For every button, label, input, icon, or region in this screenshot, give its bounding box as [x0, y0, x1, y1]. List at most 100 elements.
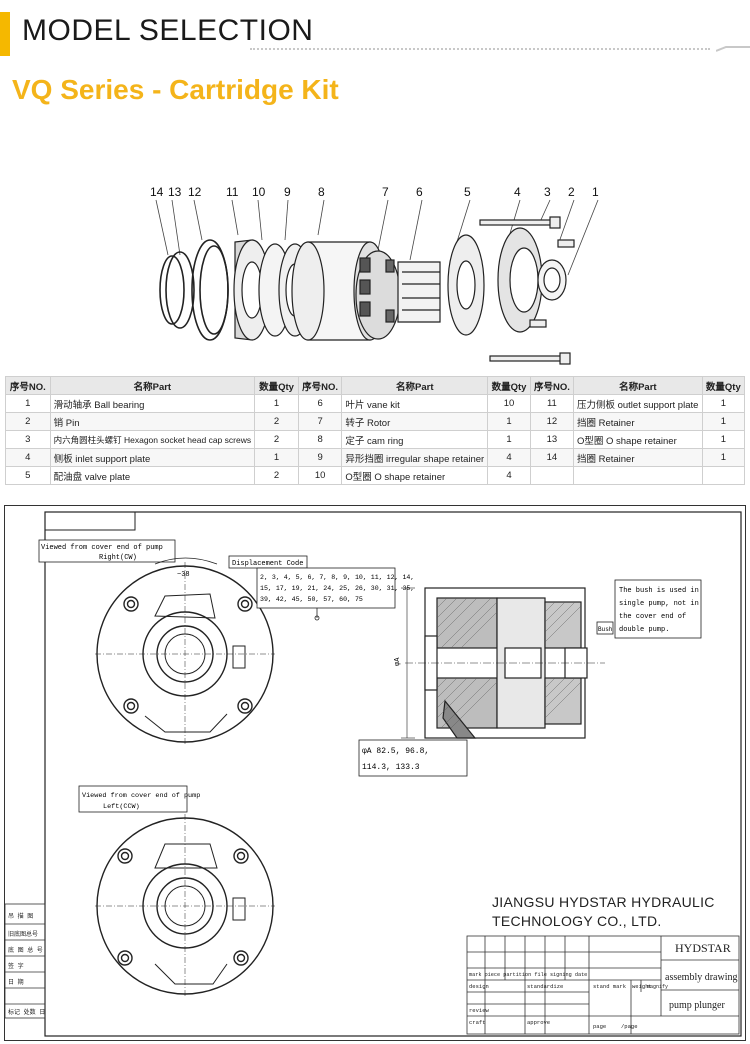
- front-view-ccw: [95, 814, 275, 998]
- part-qty: 2: [254, 466, 299, 485]
- col-header-qty: 数量Qty: [701, 376, 746, 395]
- col-header-no: 序号NO.: [529, 376, 574, 395]
- title-craft: craft: [469, 1019, 486, 1026]
- table-row: 3 内六角圆柱头螺钉 Hexagon socket head cap screw…: [5, 430, 746, 449]
- svg-text:吊 描 图: 吊 描 图: [8, 912, 33, 920]
- title-stand-mark: stand mark: [593, 983, 627, 990]
- title-approve: approve: [527, 1019, 550, 1026]
- assembly-drawing-sheet: 吊 描 图 旧底图总号 底 图 总 号 签 字 日 期 标记 处数 日 View…: [4, 505, 746, 1041]
- displacement-title: Displacement Code: [232, 560, 303, 568]
- assembly-drawing-svg: 吊 描 图 旧底图总号 底 图 总 号 签 字 日 期 标记 处数 日 View…: [4, 511, 742, 1037]
- part-name: 侧板 inlet support plate: [49, 448, 256, 467]
- header-corner-decoration: [716, 46, 750, 52]
- view-left-label-1: Viewed from cover end of pump: [82, 792, 200, 800]
- part-name: 叶片 vane kit: [341, 394, 489, 413]
- front-view-cw: [95, 557, 275, 746]
- part-qty: 1: [487, 430, 531, 449]
- title-design: design: [469, 983, 489, 990]
- view-left-label-2: Left(CCW): [103, 803, 140, 811]
- bush-note-2: single pump, not in: [619, 600, 699, 608]
- part-qty: 1: [701, 430, 746, 449]
- title-drawing-type: assembly drawing: [665, 972, 738, 983]
- col-header-no: 序号NO.: [5, 376, 51, 395]
- exploded-view-diagram: 14 13 12 11 10 9 8 7 6 5 4 3 2 1: [150, 185, 599, 365]
- section-hatching: [436, 597, 582, 729]
- part-qty: 2: [254, 412, 299, 431]
- table-row: 5 配油盘 valve plate 2 10 O型圈 O shape retai…: [5, 466, 746, 485]
- part-no: 13: [529, 430, 574, 449]
- displacement-line-1: 2, 3, 4, 5, 6, 7, 8, 9, 10, 11, 12, 14,: [260, 574, 414, 581]
- col-header-part: 名称Part: [572, 376, 703, 395]
- part-no: 4: [5, 448, 51, 467]
- part-qty: 1: [487, 412, 531, 431]
- callout-1: 1: [592, 185, 599, 199]
- callout-10: 10: [252, 185, 266, 199]
- part-name: 销 Pin: [49, 412, 256, 431]
- part-name: 配油盘 valve plate: [49, 466, 256, 485]
- col-header-part: 名称Part: [49, 376, 256, 395]
- part-name: 转子 Rotor: [341, 412, 489, 431]
- company-line-2: TECHNOLOGY CO., LTD.: [492, 913, 662, 929]
- title-page-total: /page: [621, 1023, 638, 1030]
- table-header-row: 序号NO. 名称Part 数量Qty 序号NO. 名称Part 数量Qty 序号…: [5, 376, 746, 395]
- col-header-qty: 数量Qty: [254, 376, 299, 395]
- displacement-line-3: 39, 42, 45, 50, 57, 60, 75: [260, 596, 363, 603]
- series-subtitle: VQ Series - Cartridge Kit: [12, 74, 339, 105]
- view-right-label-2: Right(CW): [99, 554, 137, 562]
- svg-text:标记 处数 日: 标记 处数 日: [8, 1008, 45, 1016]
- callout-3: 3: [544, 185, 551, 199]
- table-row: 1 滑动轴承 Ball bearing 1 6 叶片 vane kit 10 1…: [5, 394, 746, 413]
- part-qty: 1: [254, 448, 299, 467]
- callout-5: 5: [464, 185, 471, 199]
- part-name: 定子 cam ring: [341, 430, 489, 449]
- part-qty: 4: [487, 448, 531, 467]
- section-header: MODEL SELECTION: [0, 12, 750, 56]
- part-name: 压力侧板 outlet support plate: [572, 394, 703, 413]
- title-drawing-name: pump plunger: [669, 1000, 725, 1011]
- part-no: 10: [297, 466, 343, 485]
- part-name: 滑动轴承 Ball bearing: [49, 394, 256, 413]
- table-row: 4 侧板 inlet support plate 1 9 异形挡圈 irregu…: [5, 448, 746, 467]
- part-no: 1: [5, 394, 51, 413]
- part-no: 2: [5, 412, 51, 431]
- part-qty: 2: [254, 430, 299, 449]
- title-magnify: magnify: [647, 984, 668, 990]
- title-standardize: standardize: [527, 983, 563, 990]
- diameter-line-1: φA 82.5, 96.8,: [362, 747, 429, 756]
- title-block: [466, 935, 740, 1035]
- col-header-part: 名称Part: [341, 376, 489, 395]
- svg-text:旧底图总号: 旧底图总号: [8, 930, 38, 938]
- part-qty: 1: [701, 412, 746, 431]
- part-no: 12: [529, 412, 574, 431]
- part-no: 14: [529, 448, 574, 467]
- callout-11: 11: [226, 185, 239, 199]
- bush-note-3: the cover end of: [619, 613, 686, 621]
- part-qty: 1: [701, 394, 746, 413]
- header-dotted-line: [250, 48, 710, 50]
- company-line-1: JIANGSU HYDSTAR HYDRAULIC: [492, 894, 715, 910]
- part-no: 3: [5, 430, 51, 449]
- callout-2: 2: [568, 185, 575, 199]
- callout-6: 6: [416, 185, 423, 199]
- part-name: 挡圈 Retainer: [572, 412, 703, 431]
- title-brand: HYDSTAR: [675, 941, 731, 955]
- callout-9: 9: [284, 185, 291, 199]
- callout-7: 7: [382, 185, 389, 199]
- svg-text:签 字: 签 字: [8, 962, 24, 970]
- view-right-label-1: Viewed from cover end of pump: [41, 544, 163, 552]
- callout-8: 8: [318, 185, 325, 199]
- part-name: 内六角圆柱头螺钉 Hexagon socket head cap screws: [49, 430, 256, 449]
- part-no: 7: [297, 412, 343, 431]
- dimension-38: ~38: [177, 571, 190, 579]
- part-name: 异形挡圈 irregular shape retainer: [341, 448, 489, 467]
- part-no: 5: [5, 466, 51, 485]
- bush-note-4: double pump.: [619, 626, 669, 634]
- part-no: [529, 466, 574, 485]
- callout-12: 12: [188, 185, 202, 199]
- part-no: 11: [529, 394, 574, 413]
- dimension-phi-a: φA: [394, 657, 402, 666]
- part-name: O型圈 O shape retainer: [341, 466, 489, 485]
- table-row: 2 销 Pin 2 7 转子 Rotor 1 12 挡圈 Retainer 1: [5, 412, 746, 431]
- diameter-line-2: 114.3, 133.3: [362, 763, 420, 772]
- header-accent-bar: [0, 12, 10, 56]
